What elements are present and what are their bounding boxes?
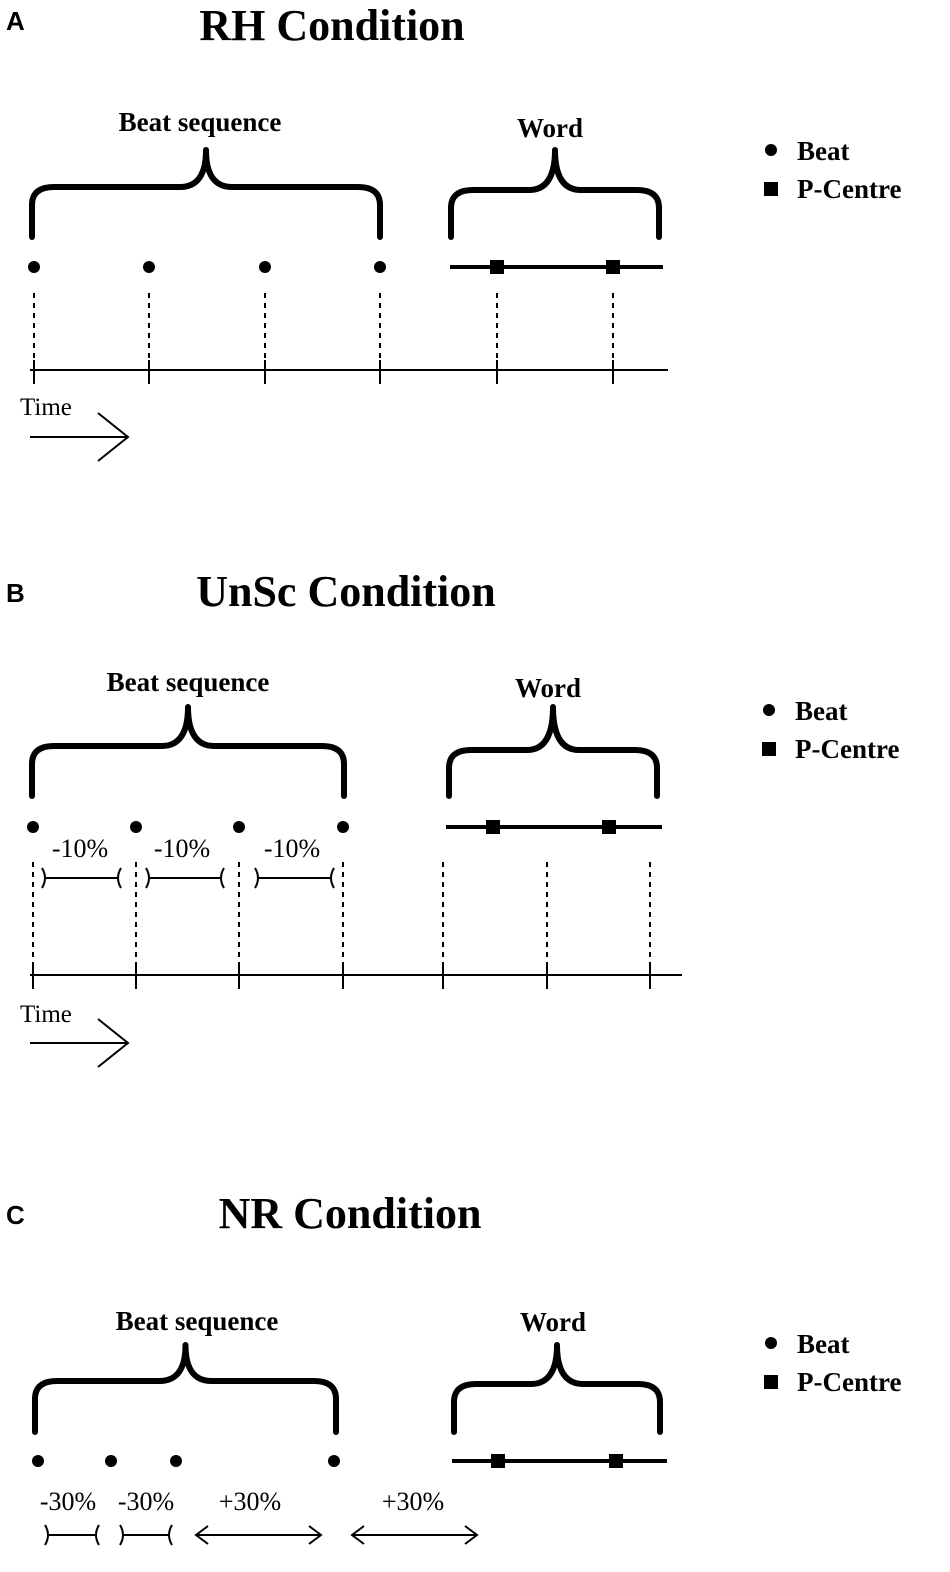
panel-title: NR Condition bbox=[219, 1189, 482, 1238]
bracket-right-cap bbox=[168, 1524, 173, 1546]
interval-shrink-bracket bbox=[44, 1524, 100, 1546]
time-arrow-head bbox=[97, 412, 130, 462]
p-centre-square bbox=[602, 820, 616, 834]
legend-beat-dot bbox=[763, 704, 775, 716]
interval-shrink-bracket bbox=[254, 867, 335, 889]
beat-sequence-brace bbox=[29, 704, 347, 799]
beat-dot bbox=[105, 1455, 117, 1467]
panel-letter: A bbox=[6, 6, 25, 36]
p-centre-square bbox=[491, 1454, 505, 1468]
legend-p-centre-label: P-Centre bbox=[797, 1367, 901, 1397]
legend-p-centre-square bbox=[762, 742, 776, 756]
beat-dot bbox=[170, 1455, 182, 1467]
legend-p-centre-label: P-Centre bbox=[797, 174, 901, 204]
p-centre-square bbox=[490, 260, 504, 274]
beat-dot bbox=[130, 821, 142, 833]
interval-percent-label: +30% bbox=[382, 1487, 444, 1516]
beat-sequence-brace bbox=[29, 147, 383, 240]
beat-dot bbox=[143, 261, 155, 273]
legend-beat-dot bbox=[765, 1337, 777, 1349]
beat-dot bbox=[374, 261, 386, 273]
legend-beat-label: Beat bbox=[797, 136, 849, 166]
interval-percent-label: -10% bbox=[264, 834, 320, 863]
interval-percent-label: -30% bbox=[118, 1487, 174, 1516]
beat-sequence-label: Beat sequence bbox=[116, 1306, 279, 1336]
bracket-right-cap bbox=[220, 867, 225, 889]
time-label: Time bbox=[20, 1001, 72, 1028]
word-brace bbox=[448, 147, 662, 240]
legend-beat-label: Beat bbox=[795, 696, 847, 726]
arrow-head-left bbox=[350, 1525, 365, 1545]
legend-beat-label: Beat bbox=[797, 1329, 849, 1359]
interval-expand-arrow bbox=[350, 1525, 479, 1545]
bracket-right-cap bbox=[330, 867, 335, 889]
beat-dot bbox=[233, 821, 245, 833]
word-brace bbox=[446, 704, 660, 799]
word-brace bbox=[451, 1342, 663, 1435]
p-centre-square bbox=[486, 820, 500, 834]
bracket-left-cap bbox=[44, 1524, 49, 1546]
interval-percent-label: +30% bbox=[219, 1487, 281, 1516]
panel-title: RH Condition bbox=[199, 1, 464, 50]
interval-percent-label: -30% bbox=[40, 1487, 96, 1516]
bracket-left-cap bbox=[119, 1524, 124, 1546]
legend-p-centre-square bbox=[764, 182, 778, 196]
word-label: Word bbox=[515, 673, 581, 703]
beat-dot bbox=[27, 821, 39, 833]
bracket-right-cap bbox=[95, 1524, 100, 1546]
beat-sequence-label: Beat sequence bbox=[119, 107, 282, 137]
time-arrow-head bbox=[97, 1018, 130, 1068]
interval-shrink-bracket bbox=[41, 867, 122, 889]
bracket-left-cap bbox=[254, 867, 259, 889]
beat-dot bbox=[328, 1455, 340, 1467]
p-centre-square bbox=[606, 260, 620, 274]
panel-letter: B bbox=[6, 578, 25, 608]
interval-percent-label: -10% bbox=[52, 834, 108, 863]
interval-shrink-bracket bbox=[145, 867, 225, 889]
arrow-head-right bbox=[308, 1525, 323, 1545]
beat-sequence-brace bbox=[32, 1342, 339, 1435]
beat-dot bbox=[337, 821, 349, 833]
panel-letter: C bbox=[6, 1200, 25, 1230]
panel-title: UnSc Condition bbox=[196, 567, 496, 616]
arrow-head-left bbox=[194, 1525, 209, 1545]
p-centre-square bbox=[609, 1454, 623, 1468]
time-label: Time bbox=[20, 394, 72, 421]
bracket-left-cap bbox=[145, 867, 150, 889]
legend-p-centre-square bbox=[764, 1375, 778, 1389]
legend-beat-dot bbox=[765, 144, 777, 156]
legend-p-centre-label: P-Centre bbox=[795, 734, 899, 764]
bracket-left-cap bbox=[41, 867, 46, 889]
beat-dot bbox=[28, 261, 40, 273]
interval-percent-label: -10% bbox=[154, 834, 210, 863]
word-label: Word bbox=[520, 1307, 586, 1337]
word-label: Word bbox=[517, 113, 583, 143]
bracket-right-cap bbox=[117, 867, 122, 889]
beat-sequence-label: Beat sequence bbox=[107, 667, 270, 697]
beat-dot bbox=[32, 1455, 44, 1467]
arrow-head-right bbox=[464, 1525, 479, 1545]
interval-shrink-bracket bbox=[119, 1524, 173, 1546]
interval-expand-arrow bbox=[194, 1525, 323, 1545]
beat-dot bbox=[259, 261, 271, 273]
